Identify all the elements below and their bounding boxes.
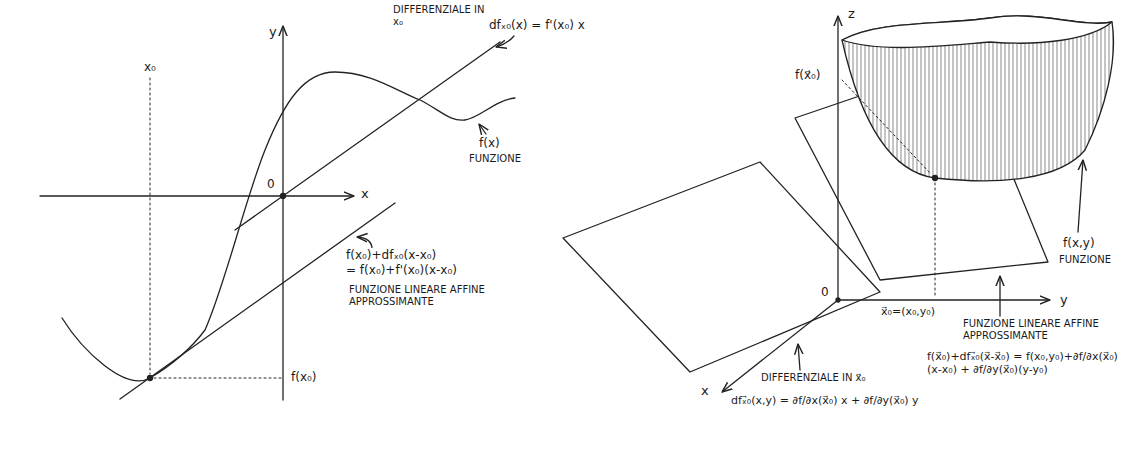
leader-arrow [1078,160,1083,232]
note: FUNZIONE [1058,254,1112,266]
differential-plane [563,162,880,372]
formula: f(x₀)+dfₓ₀(x-x₀) = f(x₀)+f'(x₀)(x-x₀) [345,248,517,277]
formula: dfₓ₀(x) = f'(x₀) x [488,18,586,33]
note-heading: DIFFERENZIALE IN x⃗₀ [760,372,866,384]
origin-name: 0 [266,177,276,192]
y-axis [838,299,1050,300]
function-name: f(x,y) [1062,236,1096,251]
leader-arrow [479,124,486,134]
point-name: x⃗₀=(x₀,y₀) [880,305,936,318]
function-name: f(x) [478,136,501,151]
y-axis [282,26,283,400]
origin-dot [281,194,286,199]
formula: dfₓ⃗₀(x,y) = ∂f/∂x(x⃗₀) x + ∂f/∂y(x⃗₀) y [730,394,920,407]
axis-name: z [847,6,856,22]
leader-arrow [798,344,800,370]
leader-arrow [999,276,1000,316]
leader-arrow [496,36,514,47]
value-name: f(x⃗₀) [794,68,822,83]
dotted-guide [154,378,281,379]
axis-name: x [700,383,710,399]
axis-name: x [360,186,370,202]
surface-ground [842,16,1113,181]
origin-dot [836,298,840,302]
note: FUNZIONE [468,153,522,165]
note-heading: DIFFERENZIALE IN x₀ [392,4,489,28]
dotted-guide [842,80,931,174]
surface-rim [842,16,1112,48]
axis-name: y [268,24,278,40]
dotted-guide [150,78,151,374]
x-axis [40,195,354,196]
point-name: x₀ [143,60,157,75]
formula: f(x⃗₀)+dfₓ⃗₀(x⃗-x⃗₀) = f(x₀,y₀)+∂f/∂x(x⃗… [926,350,1130,377]
z-axis [837,16,838,300]
note: FUNZIONE LINEARE AFFINE APPROSSIMANTE [962,318,1104,342]
function-curve [62,72,515,381]
function-surface [842,16,1113,181]
note: FUNZIONE LINEARE AFFINE APPROSSIMANTE [348,284,490,308]
axis-name: y [1059,292,1069,308]
value-name: f(x₀) [290,370,318,385]
dotted-guide [935,183,936,297]
differential-line [235,42,500,230]
point-dot [148,376,153,381]
point-dot [933,176,938,181]
origin-name: 0 [820,285,830,300]
